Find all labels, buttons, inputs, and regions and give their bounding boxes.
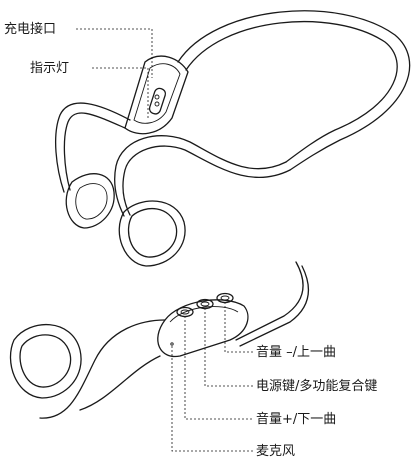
volume-down-label: 音量 –/上一曲	[256, 345, 337, 360]
volume-up-label: 音量+/下一曲	[256, 412, 337, 427]
charging-port-label: 充电接口	[4, 22, 57, 37]
headset-bottom-view	[9, 261, 310, 419]
microphone-label: 麦克风	[256, 444, 296, 459]
headset-top-view	[55, 10, 411, 267]
indicator-light-label: 指示灯	[30, 61, 70, 76]
callout-lines	[76, 28, 254, 452]
power-button-label: 电源键/多功能复合键	[256, 379, 378, 394]
